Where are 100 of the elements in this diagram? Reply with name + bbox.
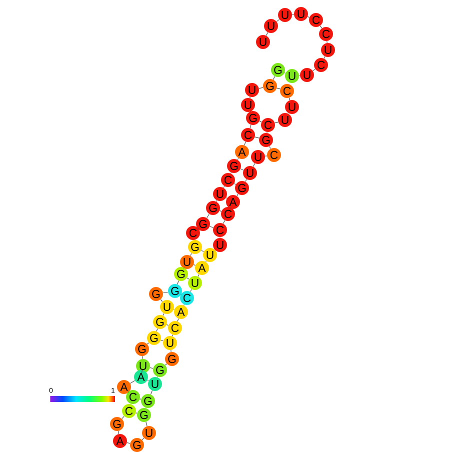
nucleotide: U: [203, 248, 217, 262]
nucleotide: U: [213, 238, 227, 252]
nucleotide: U: [300, 68, 314, 82]
nucleotide: A: [134, 370, 148, 384]
backbone-line: [177, 280, 179, 285]
nucleotide: U: [278, 113, 292, 127]
nucleotide: G: [135, 342, 149, 356]
nucleotide: G: [137, 408, 151, 422]
backbone-line: [186, 278, 190, 280]
nucleotide: G: [130, 438, 144, 452]
nucleotide: G: [174, 267, 188, 281]
backbone-line: [292, 14, 294, 15]
nucleotide: U: [148, 377, 162, 391]
backbone-line: [269, 146, 271, 149]
nucleotide: U: [245, 83, 259, 97]
nucleotide: A: [113, 434, 127, 448]
nucleotide: C: [261, 118, 275, 132]
nucleotide: U: [180, 255, 194, 269]
nucleotide: U: [188, 276, 202, 290]
nucleotide: A: [174, 305, 188, 319]
backbone-line: [312, 68, 316, 72]
nucleotide: G: [259, 133, 273, 147]
backbone-line: [272, 76, 276, 80]
nucleotide: A: [117, 380, 131, 394]
nucleotide: U: [213, 187, 227, 201]
backbone-line: [258, 87, 264, 89]
backbone-line: [201, 250, 204, 252]
backbone-line: [140, 398, 142, 400]
nucleotide: C: [314, 58, 328, 72]
backbone-line: [141, 370, 143, 374]
nucleotide: C: [213, 223, 227, 237]
nucleotide: U: [163, 336, 177, 350]
nucleotide: C: [180, 291, 194, 305]
backbone-line: [162, 292, 168, 294]
nucleotide: A: [195, 261, 209, 275]
backbone-line: [170, 350, 172, 352]
nucleotide: U: [243, 166, 257, 180]
backbone-line: [266, 32, 268, 36]
backbone-line: [165, 364, 167, 366]
nucleotide: G: [206, 201, 220, 215]
nucleotide: C: [221, 173, 235, 187]
nucleotide: U: [321, 43, 335, 57]
backbone-line: [160, 340, 164, 342]
nucleotide: G: [149, 287, 163, 301]
backbone-line: [160, 299, 163, 302]
nucleotide: G: [153, 363, 167, 377]
nucleotide: C: [241, 128, 255, 142]
nucleotide: C: [221, 207, 235, 221]
nucleotide: G: [196, 217, 210, 231]
nucleotide: G: [188, 240, 202, 254]
backbone-line: [216, 200, 218, 202]
backbone-line: [130, 380, 136, 384]
backbone-line: [206, 214, 210, 218]
backbone-line: [118, 430, 120, 434]
backbone-line: [223, 186, 225, 188]
backbone-line: [122, 416, 124, 420]
nucleotide: G: [271, 63, 285, 77]
nucleotide: U: [142, 426, 156, 440]
backbone-line: [162, 313, 164, 316]
backbone-line: [150, 367, 154, 369]
backbone-line: [193, 264, 196, 266]
nucleotide: C: [168, 321, 182, 335]
backbone-line: [240, 168, 244, 170]
backbone-line: [230, 207, 232, 209]
nucleotide: U: [160, 300, 174, 314]
nucleotide: U: [285, 100, 299, 114]
backbone-line: [136, 412, 138, 414]
backbone-line: [320, 26, 322, 28]
backbone-line: [326, 40, 328, 44]
nucleotide: G: [168, 284, 182, 298]
nucleotide: C: [309, 13, 323, 27]
nucleotide: U: [256, 35, 270, 49]
nucleotide: G: [153, 315, 167, 329]
nucleotide: G: [235, 181, 249, 195]
nucleotide: G: [263, 79, 277, 93]
nucleotide: U: [294, 7, 308, 21]
backbone-line: [190, 253, 192, 256]
nucleotide: G: [165, 352, 179, 366]
backbone-line: [252, 163, 256, 167]
backbone-line: [245, 179, 247, 182]
nucleotide: A: [226, 195, 240, 209]
nucleotide: C: [186, 226, 200, 240]
backbone-line: [177, 318, 179, 322]
backbone-line: [222, 220, 226, 224]
nucleotide: G: [227, 159, 241, 173]
backbone-line: [190, 289, 192, 292]
backbone-line: [236, 194, 238, 196]
backbone-line: [209, 226, 214, 228]
backbone-line: [147, 342, 149, 344]
backbone-line: [156, 328, 158, 332]
nucleotide: U: [241, 98, 255, 112]
backbone-line: [274, 122, 278, 124]
backbone-line: [142, 438, 144, 440]
backbone-line: [150, 390, 153, 395]
nucleotide: G: [141, 394, 155, 408]
nucleotide: U: [251, 150, 265, 164]
backbone-line: [324, 56, 326, 59]
nucleotide: C: [319, 27, 333, 41]
nucleotide: G: [246, 111, 260, 125]
nucleotide: G: [110, 417, 124, 431]
